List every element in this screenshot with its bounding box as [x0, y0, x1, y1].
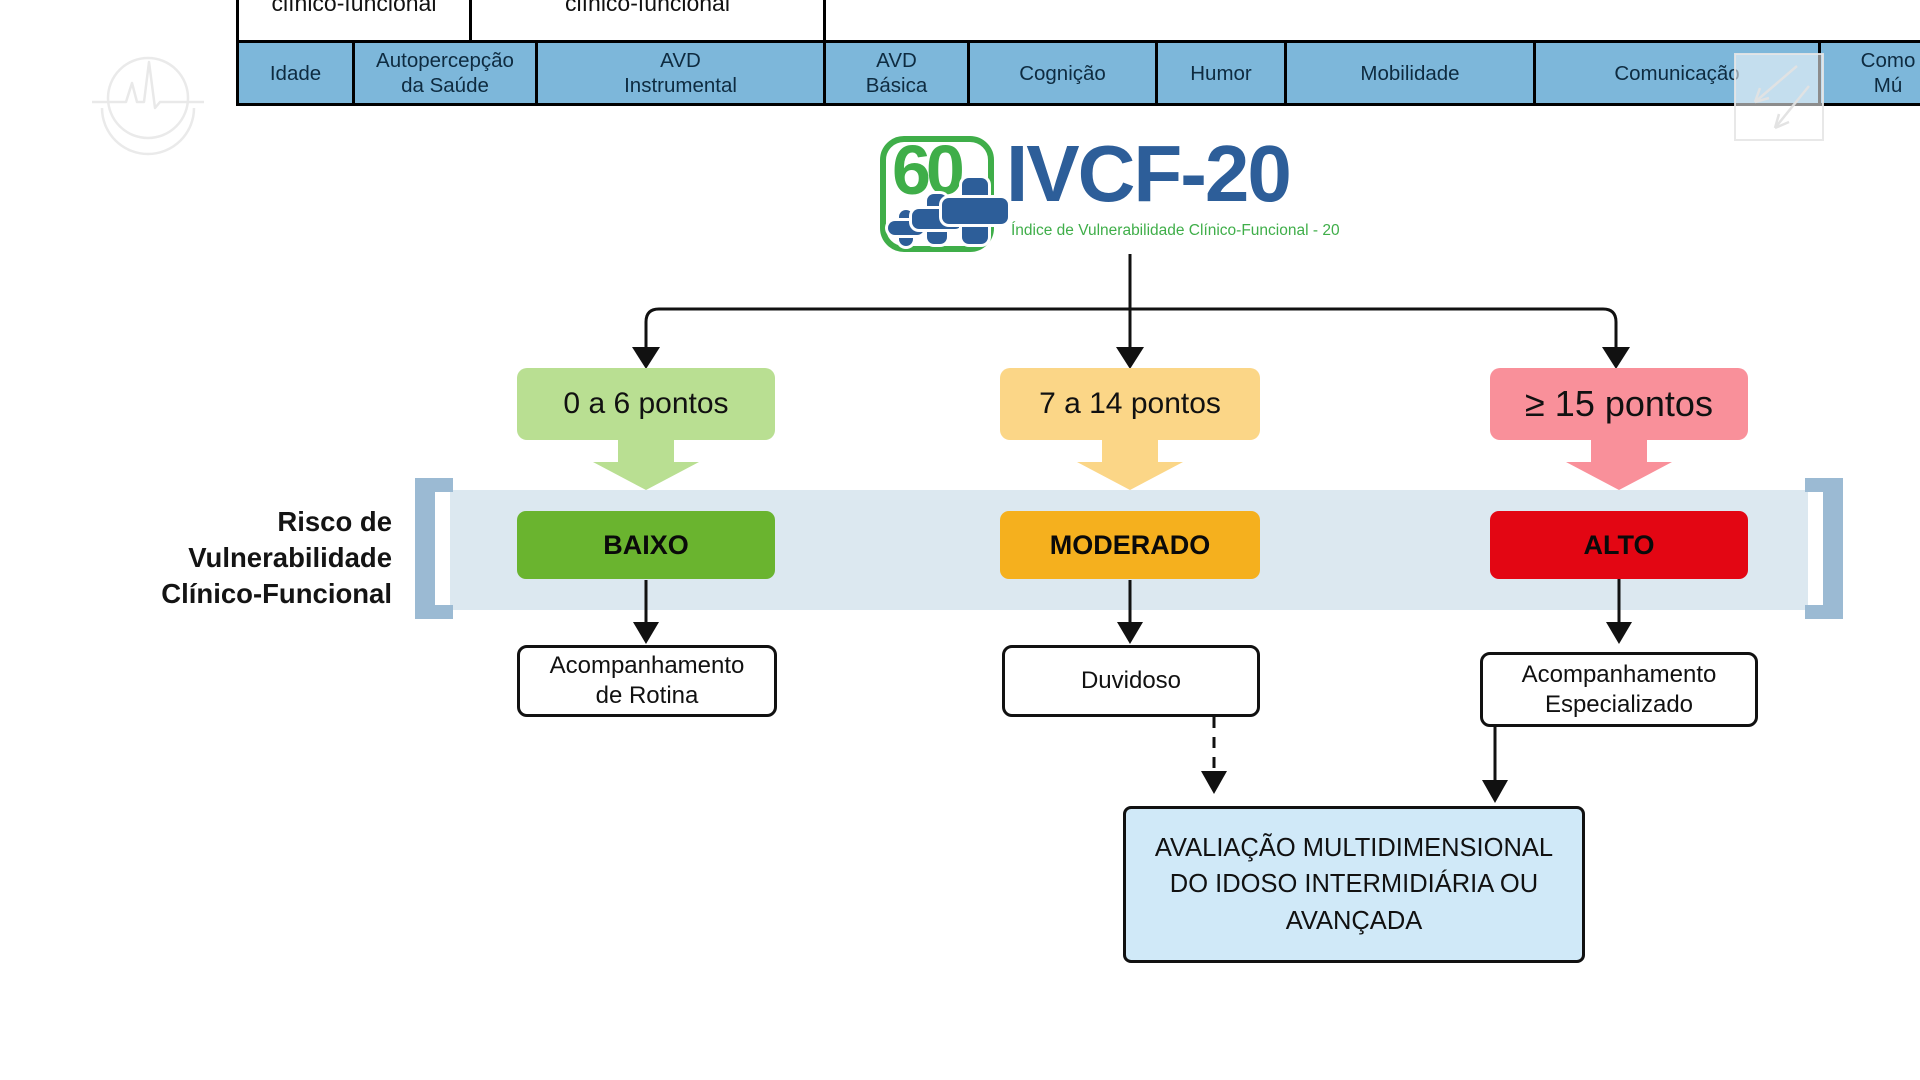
band-label: Risco de Vulnerabilidade Clínico-Funcion…	[161, 506, 392, 609]
header-cell-autopercepcao: Autopercepção da Saúde	[352, 40, 538, 106]
final-assessment-box: AVALIAÇÃO MULTIDIMENSIONAL DO IDOSO INTE…	[1123, 806, 1585, 963]
arrowhead-moderate	[1116, 347, 1144, 369]
header-top-cell-3	[823, 0, 1920, 43]
image-watermark-icon	[1734, 53, 1824, 141]
logo-title: IVCF-20	[1006, 129, 1292, 218]
header-cell-mobilidade: Mobilidade	[1284, 40, 1536, 106]
outcome-box-high: Acompanhamento Especializado	[1480, 652, 1758, 727]
outcome-box-low: Acompanhamento de Rotina	[517, 645, 777, 717]
band-bracket-right	[1805, 478, 1843, 619]
ecg-watermark-icon	[92, 56, 204, 156]
score-box-moderate: 7 a 14 pontos	[1000, 368, 1260, 440]
fat-arrow-high	[1566, 440, 1672, 490]
risk-box-moderate: MODERADO	[1000, 511, 1260, 579]
header-top-cell-1: clínico-funcional	[236, 0, 472, 43]
branch-connector-line	[644, 307, 1618, 352]
ivcf-logo: 60 IVCF-20 Índice de Vulnerabilidade Clí…	[880, 129, 1360, 256]
header-cell-idade: Idade	[236, 40, 355, 106]
header-top-cell-2: clínico-funcional	[469, 0, 826, 43]
fat-arrow-moderate	[1077, 440, 1183, 490]
risk-box-high: ALTO	[1490, 511, 1748, 579]
arrowhead-low	[632, 347, 660, 369]
header-cell-humor: Humor	[1155, 40, 1287, 106]
header-cell-avd-basica: AVD Básica	[823, 40, 970, 106]
score-box-high: ≥ 15 pontos	[1490, 368, 1748, 440]
outcome-box-moderate: Duvidoso	[1002, 645, 1260, 717]
header-cell-comorbidade: Como Mú	[1818, 40, 1920, 106]
risk-box-low: BAIXO	[517, 511, 775, 579]
arrowhead-high	[1602, 347, 1630, 369]
band-bracket-left	[415, 478, 453, 619]
logo-subtitle: Índice de Vulnerabilidade Clínico-Funcio…	[1011, 222, 1340, 239]
header-cell-avd-instrumental: AVD Instrumental	[535, 40, 826, 106]
cross-icon-large	[942, 178, 1008, 244]
fat-arrow-low	[593, 440, 699, 490]
header-cell-cognicao: Cognição	[967, 40, 1158, 106]
score-box-low: 0 a 6 pontos	[517, 368, 775, 440]
